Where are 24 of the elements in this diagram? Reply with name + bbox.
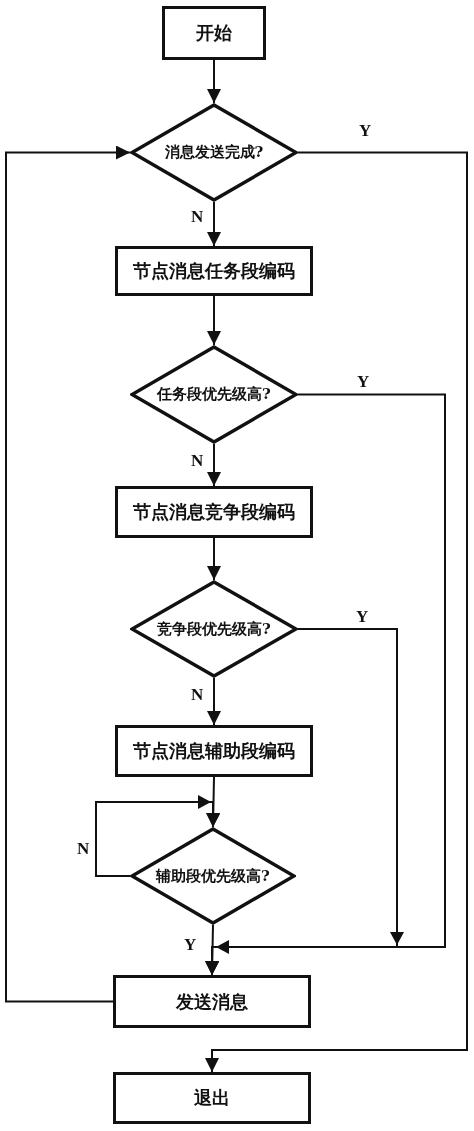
node-label: 退出 <box>194 1088 230 1108</box>
edge-label: Y <box>356 373 371 390</box>
node-label: 辅助段优先级高? <box>156 867 270 885</box>
node-label: 开始 <box>196 23 232 43</box>
process-box <box>162 6 266 60</box>
edge-label: N <box>76 840 91 857</box>
edge-label: Y <box>183 936 198 953</box>
edge-label: N <box>190 686 205 703</box>
process-box <box>113 1072 311 1124</box>
node-label: 节点消息竞争段编码 <box>133 502 295 522</box>
edge-label: Y <box>355 608 370 625</box>
node-label: 发送消息 <box>176 991 248 1012</box>
node-label: 任务段优先级高? <box>157 386 271 403</box>
node-label: 消息发送完成? <box>164 144 264 161</box>
edge-label: N <box>190 452 205 469</box>
node-label: 节点消息辅助段编码 <box>133 741 295 761</box>
process-box <box>115 486 313 538</box>
process-box <box>115 725 313 777</box>
node-label: 节点消息任务段编码 <box>133 261 295 281</box>
edge-label: N <box>190 208 205 225</box>
process-box <box>115 246 313 296</box>
node-label: 竞争段优先级高? <box>157 620 271 638</box>
process-box <box>113 975 311 1028</box>
edge-label: Y <box>358 122 373 139</box>
